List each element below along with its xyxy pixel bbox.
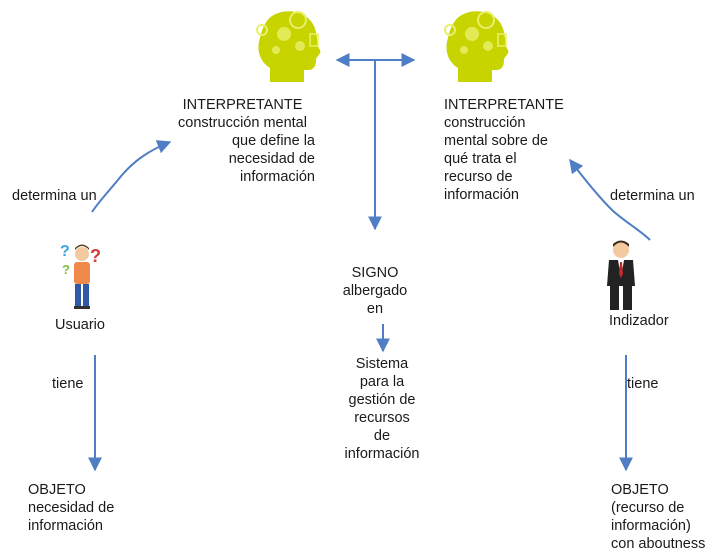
usuario-figure-icon: ? ? ? <box>60 243 101 309</box>
objeto-left-line: OBJETO <box>28 482 86 498</box>
head-right-icon <box>444 11 509 82</box>
determina-left-label: determina un <box>12 188 97 204</box>
interpretante-right: INTERPRETANTE construcción mental sobre … <box>444 96 614 204</box>
head-left-icon <box>256 11 321 82</box>
indizador-label: Indizador <box>609 313 669 329</box>
usuario-label: Usuario <box>55 317 105 333</box>
sistema-line: Sistema <box>355 356 409 372</box>
interpretante-left-line: que define la <box>231 133 315 149</box>
interpretante-left-line: información <box>240 169 315 185</box>
interpretante-left: INTERPRETANTE construcción mental <box>160 96 325 132</box>
interpretante-left-line: construcción mental <box>178 115 307 131</box>
determina-right-label: determina un <box>610 188 695 204</box>
objeto-right: OBJETO (recurso de información) con abou… <box>611 481 726 553</box>
objeto-right-line: OBJETO <box>611 482 669 498</box>
determina-left-arrow <box>91 140 172 213</box>
interpretante-right-line: información <box>444 187 519 203</box>
objeto-left-line: información <box>28 518 103 534</box>
interpretante-right-title: INTERPRETANTE <box>444 97 564 113</box>
question-mark-icon: ? <box>90 246 101 266</box>
tiene-right-label: tiene <box>627 376 659 392</box>
objeto-left: OBJETO necesidad de información <box>28 481 158 535</box>
signo-line: SIGNO <box>351 265 399 281</box>
objeto-right-line: con aboutness <box>611 536 706 552</box>
question-mark-icon: ? <box>60 243 70 260</box>
question-mark-icon: ? <box>62 262 70 277</box>
signo-line: albergado <box>342 283 408 299</box>
interpretante-right-line: recurso de <box>444 169 513 185</box>
sistema-block: Sistema para la gestión de recursos de i… <box>322 355 442 463</box>
sistema-line: gestión de <box>348 392 416 408</box>
indizador-figure-icon <box>607 240 635 310</box>
objeto-right-line: (recurso de <box>611 500 685 516</box>
sistema-line: para la <box>359 374 405 390</box>
interpretante-left-line: necesidad de <box>228 151 315 167</box>
objeto-left-line: necesidad de <box>28 500 115 516</box>
tiene-left-label: tiene <box>52 376 84 392</box>
interpretante-left-body: que define la necesidad de información <box>160 132 315 186</box>
sistema-line: de <box>373 428 391 444</box>
interpretante-left-title: INTERPRETANTE <box>182 97 303 113</box>
sistema-line: información <box>344 446 420 462</box>
signo-block: SIGNO albergado en <box>325 264 425 318</box>
signo-line: en <box>366 301 384 317</box>
sistema-line: recursos <box>354 410 410 426</box>
interpretante-right-line: mental sobre de <box>444 133 548 149</box>
interpretante-right-line: construcción <box>444 115 526 131</box>
objeto-right-line: información) <box>611 518 691 534</box>
determina-right-arrow <box>569 158 651 241</box>
interpretante-right-line: qué trata el <box>444 151 517 167</box>
